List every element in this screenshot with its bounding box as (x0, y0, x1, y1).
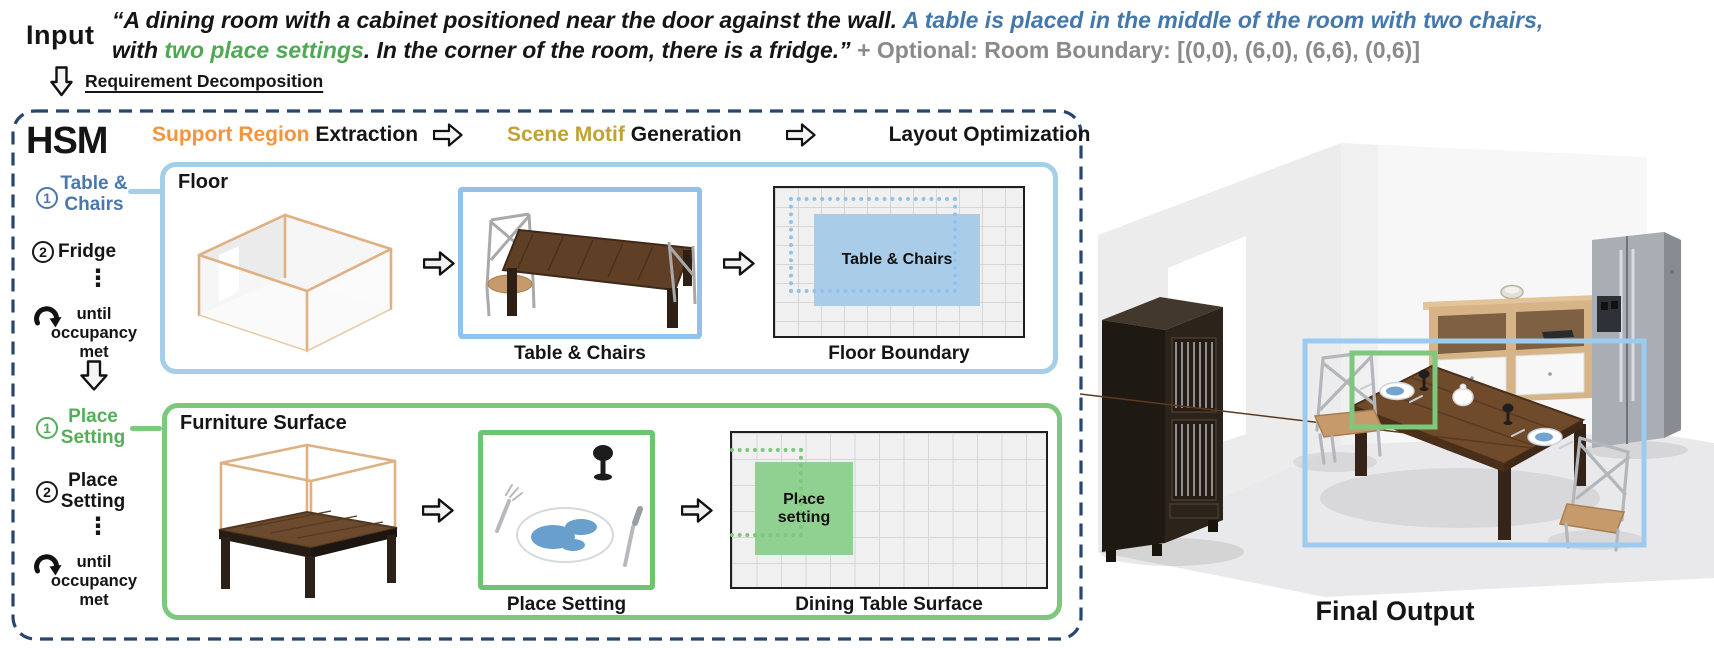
sidebar-item-place-setting-1: Place Setting (60, 406, 126, 448)
motif-place-setting-box (478, 430, 655, 590)
quote-line2-optional: + Optional: Room Boundary: [(0,0), (6,0)… (850, 37, 1420, 63)
quote-line2-black-post: . In the corner of the room, there is a … (363, 37, 851, 63)
furniture-surface-image (218, 443, 398, 598)
decomposition-label: Requirement Decomposition (85, 71, 324, 91)
ellipsis: ⋮ (86, 265, 110, 292)
sidebar-item-table-chairs: Table & Chairs (60, 173, 128, 215)
motif-caption-table-chairs: Table & Chairs (514, 343, 646, 364)
sidebar-item-fridge: Fridge (58, 241, 117, 262)
right-arrow-icon (785, 123, 816, 147)
hsm-dashed-frame (11, 109, 1083, 641)
pipeline-step2-rest: Generation (630, 123, 742, 146)
place-setting-image (495, 445, 643, 567)
pipeline-step2: Scene Motif Generation (507, 123, 742, 147)
floor-row-title: Floor (178, 171, 228, 193)
pipeline-step2-highlight: Scene Motif (507, 123, 625, 146)
step-number-circle: 2 (32, 241, 54, 263)
pipeline-step1-highlight: Support Region (152, 123, 310, 146)
step-number-circle: 1 (36, 187, 58, 209)
boundary-dotted-partial (730, 448, 803, 537)
highlight-place-setting (1349, 350, 1438, 430)
quote-line1-black: “A dining room with a cabinet positioned… (112, 7, 903, 33)
motif-table-chairs-box (458, 187, 702, 339)
right-arrow-icon (681, 498, 713, 523)
down-arrow-icon (80, 360, 108, 391)
dining-surface-grid: Place setting (730, 431, 1048, 589)
down-arrow-icon (50, 66, 73, 97)
final-output-label: Final Output (1315, 596, 1475, 626)
pipeline-step3: Layout Optimization (888, 123, 1091, 146)
region-label: Place setting (777, 490, 831, 526)
highlight-table-chairs (1302, 338, 1647, 548)
right-arrow-icon (422, 498, 454, 523)
input-label: Input (26, 20, 95, 50)
region-place-setting: Place setting (755, 462, 853, 555)
sidebar-item-place-setting-2: Place Setting (60, 470, 126, 512)
final-output-render (1080, 143, 1714, 597)
until-occupancy-label: until occupancy met (50, 305, 138, 361)
ellipsis: ⋮ (86, 513, 110, 540)
empty-room-image (197, 213, 393, 353)
step-number-circle: 1 (36, 417, 58, 439)
right-arrow-icon (423, 251, 455, 276)
region-label: Table & Chairs (841, 251, 953, 268)
connector-blue (128, 189, 162, 194)
input-quote: “A dining room with a cabinet positioned… (112, 5, 1692, 65)
floor-row-box: Floor (160, 162, 1058, 374)
right-arrow-icon (433, 123, 463, 147)
surface-row-box: Furniture Surface (162, 403, 1062, 620)
boundary-dotted-rect (789, 197, 957, 293)
loop-icon (34, 306, 62, 328)
requirement-decomposition: Requirement Decomposition (50, 66, 323, 97)
step-number-circle: 2 (36, 481, 58, 503)
grid-caption-dining-surface: Dining Table Surface (795, 594, 983, 615)
grid-caption-floor-boundary: Floor Boundary (828, 343, 970, 364)
loop-icon (34, 554, 62, 576)
pipeline-step1-rest: Extraction (315, 123, 419, 146)
connector-green (130, 426, 162, 431)
table-chairs-image (485, 212, 697, 328)
until-occupancy-label: until occupancy met (50, 553, 138, 609)
pipeline-step1: Support Region Extraction (152, 123, 418, 147)
right-arrow-icon (723, 251, 755, 276)
surface-row-title: Furniture Surface (180, 412, 347, 434)
quote-line1-blue: A table is placed in the middle of the r… (902, 7, 1544, 33)
floor-boundary-grid: Table & Chairs (773, 186, 1025, 338)
quote-line2-green: two place settings (164, 37, 364, 63)
quote-line2-black-pre: with (112, 37, 165, 63)
motif-caption-place-setting: Place Setting (506, 594, 627, 615)
pipeline-header: Support Region Extraction Scene Motif Ge… (152, 123, 1090, 147)
hsm-title: HSM (26, 120, 108, 162)
